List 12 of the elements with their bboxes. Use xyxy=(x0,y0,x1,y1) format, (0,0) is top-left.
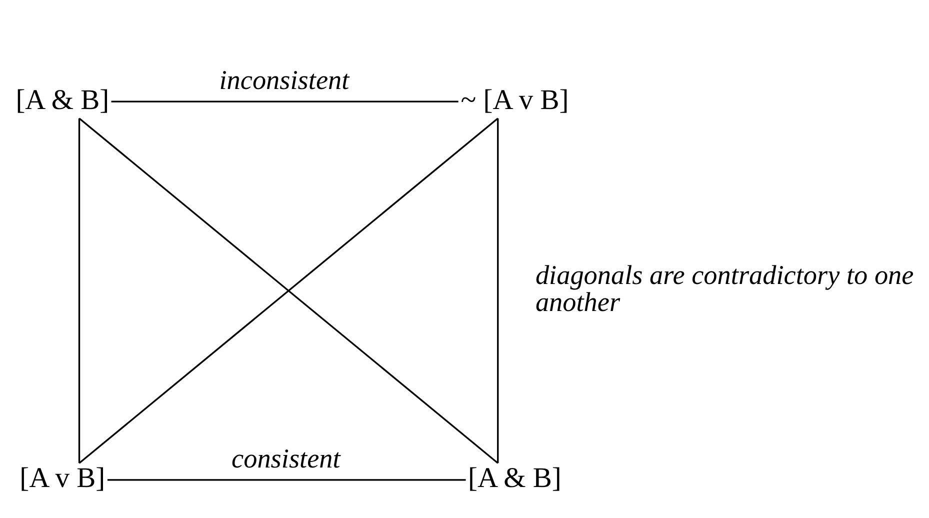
connector xyxy=(78,118,498,464)
node-text: ~ [A v B] xyxy=(460,84,569,116)
connector xyxy=(497,118,499,464)
label: diagonals are contradictory to one another xyxy=(535,260,914,318)
node-text: [A & B] xyxy=(468,463,562,494)
edge-label: inconsistent xyxy=(219,64,350,95)
node-text: [A & B] xyxy=(16,84,110,116)
edge-label: consistent xyxy=(232,443,340,474)
connector xyxy=(111,100,458,102)
node-text: [A v B] xyxy=(20,463,106,494)
connector xyxy=(78,118,80,464)
connector xyxy=(107,479,466,481)
